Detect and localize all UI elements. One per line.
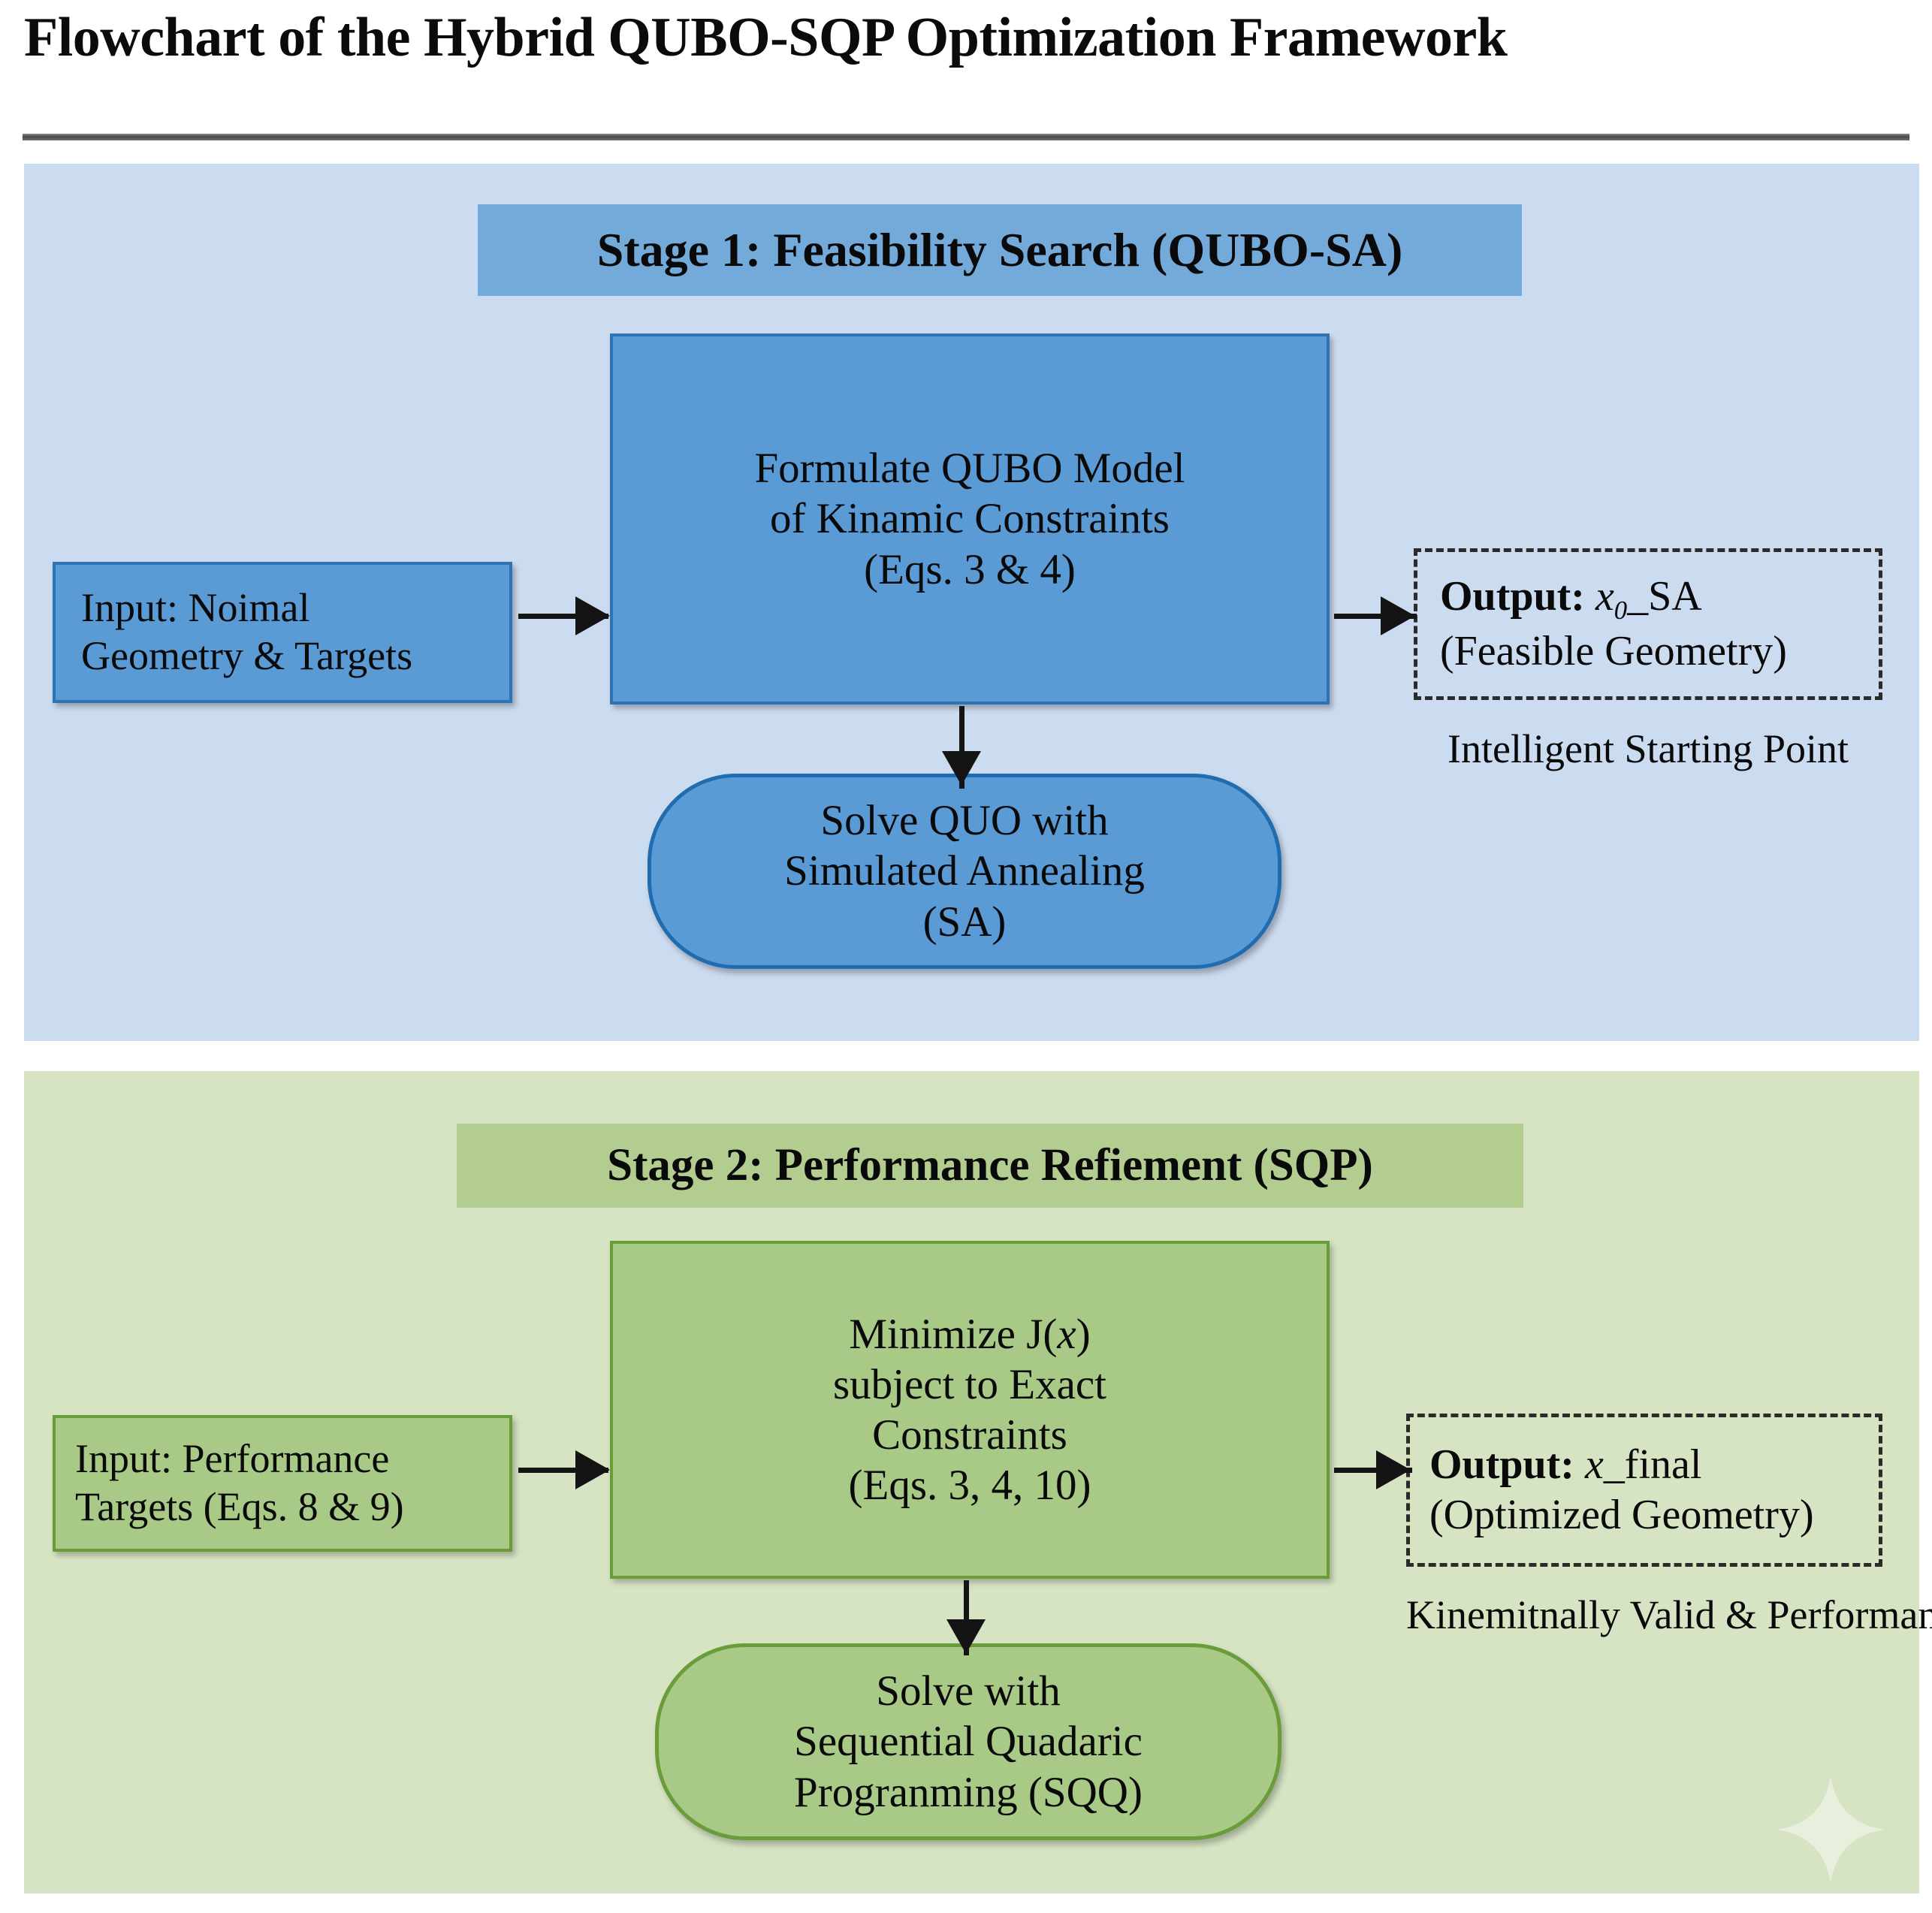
- sparkle-icon: [1777, 1776, 1885, 1884]
- stage2-solver-line3: Progranming (SQQ): [794, 1768, 1143, 1816]
- stage2-process-line1-var: x: [1057, 1310, 1076, 1358]
- stage1-heading-label: Stage 1: Feasibility Search (QUBO-SA): [596, 223, 1403, 276]
- stage2-process-line1: Minimize J(x): [849, 1309, 1090, 1359]
- stage1-output-line2: (Feasible Geometry): [1440, 627, 1787, 674]
- title-divider: [23, 134, 1909, 140]
- stage1-solver-line2: Simulated Annealing: [784, 847, 1145, 895]
- stage2-process-line3: Constraints: [872, 1411, 1067, 1459]
- stage2-process-box: Minimize J(x) subject to Exact Constrain…: [610, 1241, 1330, 1579]
- stage1-output-box: Output: x0_SA (Feasible Geometry): [1414, 548, 1882, 700]
- stage2-output-var: x: [1584, 1441, 1604, 1488]
- stage2-caption: Kinemitnally Valid & Performance Optimiz…: [1406, 1591, 1932, 1640]
- stage2-output-var-tail: _final: [1603, 1441, 1702, 1488]
- stage2-output-box: Output: x_final (Optimized Geometry): [1406, 1414, 1882, 1567]
- stage1-process-box: Formulate QUBO Model of Kinamic Constrai…: [610, 333, 1330, 705]
- stage1-solver-box: Solve QUO with Simulated Annealing (SA): [648, 774, 1281, 969]
- stage1-input-line1: Input: Noimal: [81, 585, 310, 631]
- stage1-caption: Intelligent Starting Point: [1447, 726, 1849, 771]
- stage1-process-line1: Formulate QUBO Model: [754, 445, 1185, 493]
- stage1-output-line1: Output: x0_SA: [1440, 572, 1702, 626]
- stage2-heading-band: Stage 2: Performance Refiement (SQP): [457, 1124, 1523, 1208]
- stage1-process-line2: of Kinamic Constraints: [770, 495, 1170, 543]
- stage1-solver-line3: (SA): [922, 898, 1007, 946]
- stage2-process-line2: subject to Exact: [832, 1360, 1107, 1408]
- stage2-caption-line2: Performance Optimized: [1767, 1592, 1932, 1637]
- stage1-heading-band: Stage 1: Feasibility Search (QUBO-SA): [478, 204, 1522, 296]
- stage2-process-line1-post: ): [1076, 1310, 1091, 1358]
- stage2-heading-label: Stage 2: Performance Refiement (SQP): [607, 1140, 1373, 1190]
- stage1-output-var-sub: 0: [1614, 596, 1628, 626]
- stage1-output-label: Output:: [1440, 572, 1585, 620]
- stage2-solver-box: Solve with Sequential Quadaric Progranmi…: [655, 1643, 1281, 1840]
- page-title: Flowchart of the Hybrid QUBO-SQP Optimiz…: [24, 7, 1508, 68]
- stage2-input-line1: Input: Performance: [75, 1436, 390, 1482]
- stage2-solver-line1: Solve with: [876, 1667, 1061, 1715]
- stage1-solver-line1: Solve QUO with: [820, 797, 1109, 845]
- stage2-solver-line2: Sequential Quadaric: [794, 1718, 1143, 1766]
- stage1-input-box: Input: Noimal Geometry & Targets: [53, 562, 512, 703]
- stage2-process-line1-pre: Minimize J(: [849, 1310, 1058, 1358]
- stage2-output-line2: (Optimized Geometry): [1429, 1492, 1814, 1538]
- stage1-process-line3: (Eqs. 3 & 4): [864, 545, 1076, 593]
- stage2-output-label: Output:: [1429, 1441, 1574, 1488]
- stage1-input-line2: Geometry & Targets: [81, 633, 413, 678]
- stage2-input-line2: Targets (Eqs. 8 & 9): [75, 1484, 404, 1529]
- stage2-input-box: Input: Performance Targets (Eqs. 8 & 9): [53, 1415, 512, 1552]
- stage2-process-line4: (Eqs. 3, 4, 10): [848, 1462, 1091, 1510]
- stage2-caption-line1: Kinemitnally Valid &: [1406, 1592, 1757, 1637]
- stage2-output-line1: Output: x_final: [1429, 1440, 1701, 1490]
- stage1-output-var: x: [1595, 572, 1614, 620]
- stage1-output-var-tail: _SA: [1627, 572, 1702, 620]
